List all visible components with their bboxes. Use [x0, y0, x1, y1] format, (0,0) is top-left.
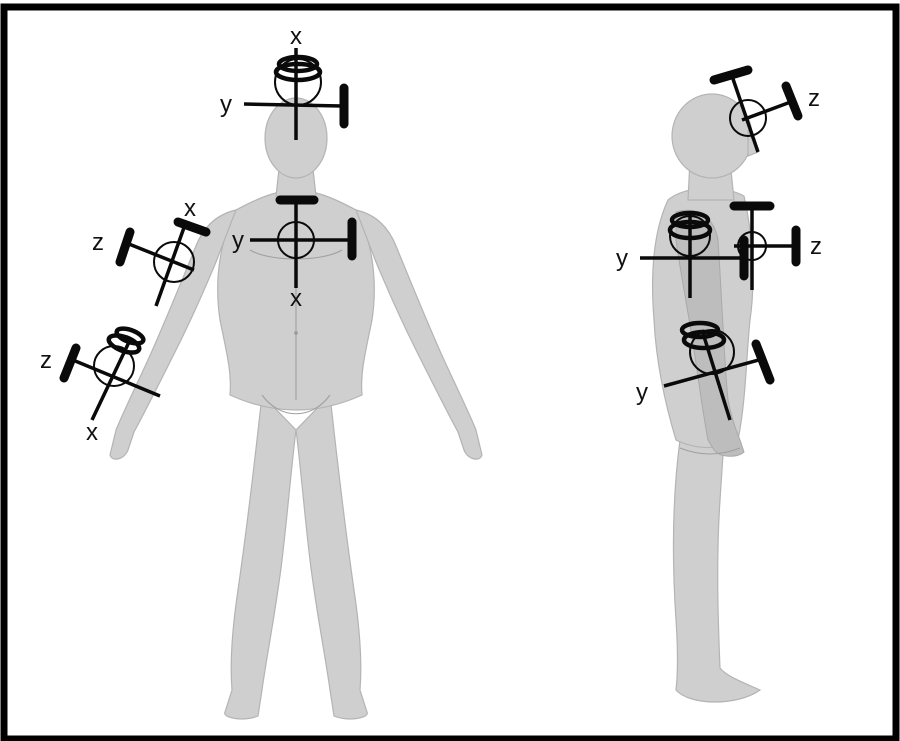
label-head-side-z: z	[808, 85, 820, 112]
label-upper-arm-front-x: x	[184, 195, 196, 222]
label-torso-side-z: z	[810, 233, 822, 260]
label-chest-front-x: x	[290, 285, 302, 312]
label-head-front-x: x	[290, 23, 302, 50]
label-chest-front-y: y	[232, 227, 244, 254]
label-forearm-front-z: z	[40, 347, 52, 374]
label-pelvis-side-y: y	[636, 379, 648, 406]
label-forearm-front-x: x	[86, 419, 98, 446]
label-upper-arm-front-z: z	[92, 229, 104, 256]
label-torso-side-y: y	[616, 245, 628, 272]
label-head-front-y: y	[220, 91, 232, 118]
